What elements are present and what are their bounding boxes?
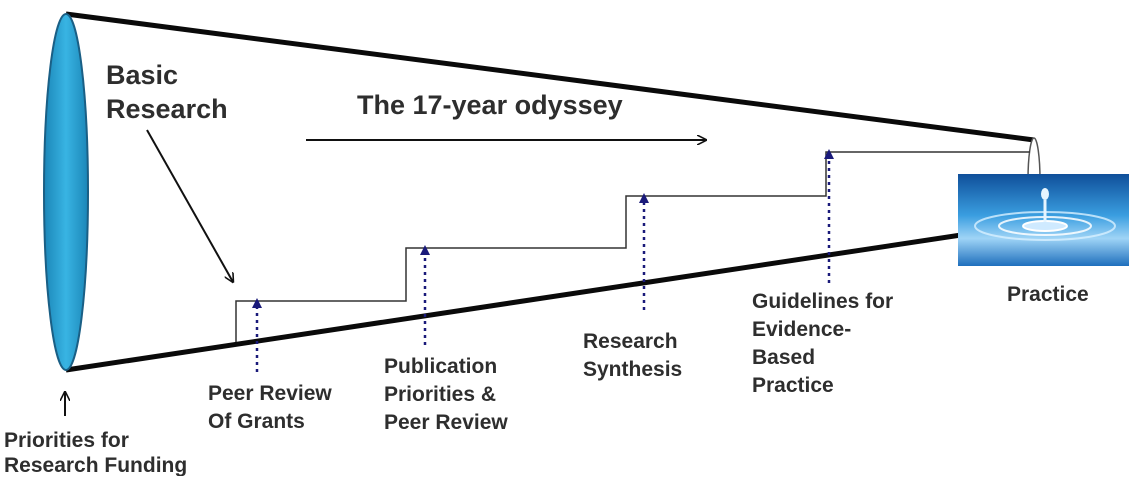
- water-drop-ripple-icon: [958, 174, 1129, 266]
- stage-label-research-synthesis: Research Synthesis: [583, 330, 683, 381]
- stage-arrows: [252, 149, 834, 372]
- practice-label: Practice: [1007, 283, 1089, 306]
- basic-research-label: Basic Research: [106, 60, 228, 124]
- stage-label-peer-review-grants: Peer Review Of Grants: [208, 382, 338, 433]
- funnel-bottom-edge: [65, 221, 1035, 373]
- basic-research-arrow: [146, 129, 233, 282]
- funding-label: Priorities for Research Funding: [4, 429, 187, 476]
- funnel-top-edge: [65, 11, 1035, 143]
- diagram-title: The 17-year odyssey: [357, 90, 623, 120]
- staircase-path: [235, 151, 1030, 342]
- stage-label-publication: Publication Priorities & Peer Review: [384, 355, 508, 434]
- stage-label-guidelines: Guidelines for Evidence- Based Practice: [752, 290, 899, 397]
- funnel-mouth: [43, 13, 89, 371]
